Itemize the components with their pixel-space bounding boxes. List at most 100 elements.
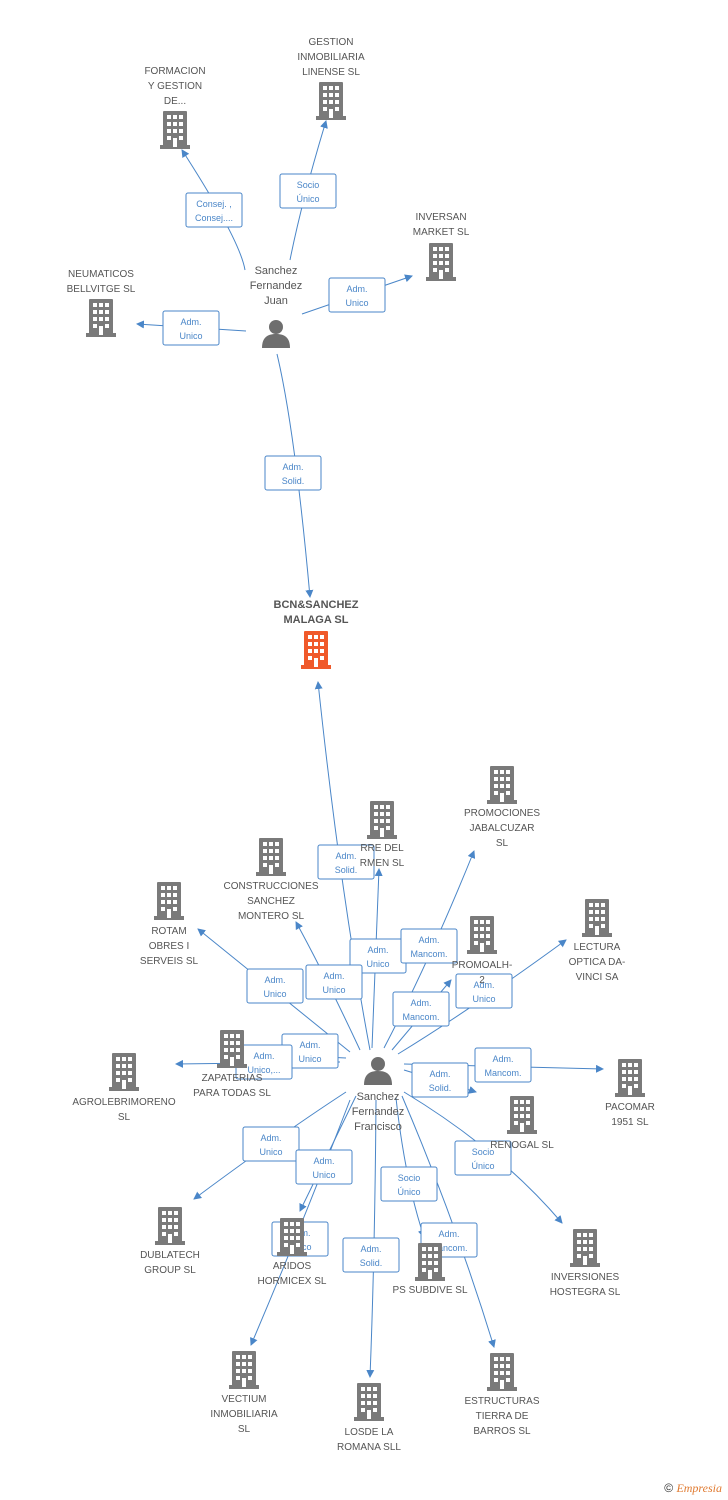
company-node-renogal[interactable]: RENOGAL SL [490, 1096, 554, 1151]
edge-role-text: Socio [472, 1147, 495, 1157]
node-label: VINCI SA [576, 972, 619, 983]
edge-role-text: Adm. [253, 1051, 274, 1061]
building-icon [467, 916, 497, 954]
node-label: INVERSIONES [551, 1272, 620, 1283]
edge-role-label[interactable]: Adm. Unico [305, 964, 363, 1000]
node-label: HOSTEGRA SL [550, 1287, 621, 1298]
edge-role-label[interactable]: Adm.Unico [162, 310, 220, 346]
building-icon [160, 111, 190, 149]
edge-role-text: Unico,... [247, 1065, 280, 1075]
node-label: RENOGAL SL [490, 1140, 554, 1151]
edge-role-label[interactable]: Adm. Solid. [317, 844, 375, 880]
edge-role-text: Adm. [335, 851, 356, 861]
edge-role-label[interactable]: Adm.Solid. [342, 1237, 400, 1273]
node-label: LINENSE SL [302, 67, 360, 78]
edge-role-text: Adm. [282, 462, 303, 472]
company-node-promoalh[interactable]: PROMOALH-2 [452, 916, 513, 986]
node-label: AGROLEBRIMORENO [72, 1097, 176, 1108]
brand-logo[interactable]: Empresia [676, 1481, 722, 1495]
node-label: PROMOCIONES [464, 808, 540, 819]
edge-role-label[interactable]: Adm.Unico [455, 973, 513, 1009]
node-label: Fernandez [250, 280, 303, 292]
edge-role-text: Adm. [323, 971, 344, 981]
node-label: JABALCUZAR [469, 823, 534, 834]
building-icon [86, 299, 116, 337]
building-icon [354, 1383, 384, 1421]
node-label: LECTURA [574, 942, 621, 953]
edge-role-label[interactable]: Consej. ,Consej.... [185, 192, 243, 228]
edge-role-text: Adm. [264, 975, 285, 985]
edge-role-label[interactable]: Adm.Mancom. [474, 1047, 532, 1083]
edge-role-text: Unico [312, 1170, 335, 1180]
node-label: ROTAM [151, 926, 186, 937]
edge-role-label[interactable]: Adm.Mancom. [392, 991, 450, 1027]
node-label: RMEN SL [360, 858, 405, 869]
edge-role-label[interactable]: Adm. Solid. [264, 455, 322, 491]
edge-role-label[interactable]: Adm.Unico [295, 1149, 353, 1185]
building-icon [487, 1353, 517, 1391]
node-label: 2 [479, 975, 485, 986]
node-label: MARKET SL [413, 227, 470, 238]
building-icon [487, 766, 517, 804]
building-icon [301, 631, 331, 669]
edge-role-text: Adm. [299, 1040, 320, 1050]
node-label: 1951 SL [611, 1117, 649, 1128]
edge-role-label[interactable]: Adm.Unico [242, 1126, 300, 1162]
node-label: SL [238, 1424, 251, 1435]
node-label: Juan [264, 295, 288, 307]
node-label: BARROS SL [473, 1426, 531, 1437]
building-icon [615, 1059, 645, 1097]
node-label: LOSDE LA [345, 1427, 394, 1438]
edge-role-text: Solid. [282, 476, 305, 486]
company-node-promociones[interactable]: PROMOCIONES JABALCUZAR SL [464, 766, 540, 849]
edge-role-label[interactable]: Adm.Unico [246, 968, 304, 1004]
edge-role-text: Único [397, 1187, 420, 1197]
company-node-inversiones[interactable]: INVERSIONES HOSTEGRA SL [550, 1229, 621, 1298]
edge-role-text: Unico [345, 298, 368, 308]
node-label: INMOBILIARIA [297, 52, 365, 63]
node-label: SL [496, 838, 509, 849]
edge-role-label[interactable]: Adm.Solid. [411, 1062, 469, 1098]
edge-role-text: Unico [366, 959, 389, 969]
edge-role-text: Unico [472, 994, 495, 1004]
edge-role-text: Socio [297, 180, 320, 190]
edge-role-label[interactable]: Adm. Unico [328, 277, 386, 313]
company-node-ps_subdive[interactable]: PS SUBDIVE SL [392, 1243, 468, 1296]
copyright-icon: © [664, 1481, 674, 1495]
edge-role-text: Adm. [410, 998, 431, 1008]
edge-role-label[interactable]: Adm.Mancom. [400, 928, 458, 964]
node-label: ARIDOS [273, 1261, 312, 1272]
building-icon [109, 1053, 139, 1091]
edge-role-label[interactable]: Adm.Unico [349, 938, 407, 974]
edge-role-text: Mancom. [484, 1068, 521, 1078]
edge-role-text: Unico [322, 985, 345, 995]
edge-role-text: Adm. [346, 284, 367, 294]
edge-role-text: Solid. [335, 865, 358, 875]
node-label: CONSTRUCCIONES [223, 881, 318, 892]
node-label: OBRES I [149, 941, 190, 952]
